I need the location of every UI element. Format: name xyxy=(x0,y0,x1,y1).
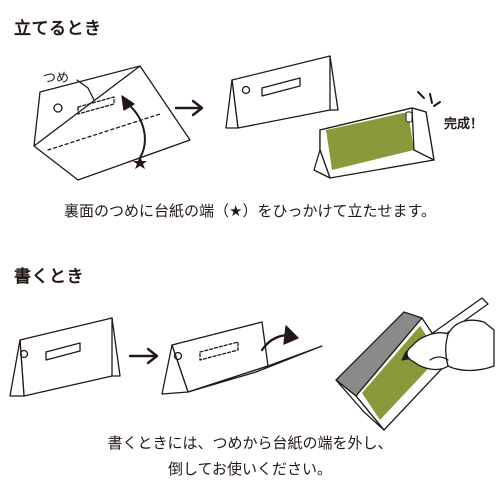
writing-step2-card xyxy=(161,321,323,395)
writing-caption-line1: 書くときには、つめから台紙の端を外し、 xyxy=(107,434,393,452)
step1-unfolded-card xyxy=(33,65,191,181)
tab-label: つめ xyxy=(43,71,69,86)
release-arrowhead xyxy=(283,325,299,345)
writing-step3-card xyxy=(335,311,451,431)
done-label: 完成！ xyxy=(444,116,483,132)
flip-arrowhead xyxy=(121,95,135,111)
flip-arrow xyxy=(127,103,146,159)
writing-caption-line2: 倒してお使いください。 xyxy=(167,460,333,478)
next-arrow-1 xyxy=(174,99,204,117)
standing-caption: 裏面のつめに台紙の端（★）をひっかけて立たせます。 xyxy=(64,202,436,220)
next-arrow-2 xyxy=(128,347,159,365)
section-heading-writing: 書くとき xyxy=(14,267,84,287)
step2-standing-card xyxy=(225,55,339,129)
step3-finished-card xyxy=(313,107,435,179)
writing-step1-card xyxy=(9,317,121,397)
hand-icon xyxy=(406,319,495,372)
section-heading-standing: 立てるとき xyxy=(14,19,102,39)
sparkle-lines xyxy=(417,91,441,107)
star-mark xyxy=(133,156,147,169)
